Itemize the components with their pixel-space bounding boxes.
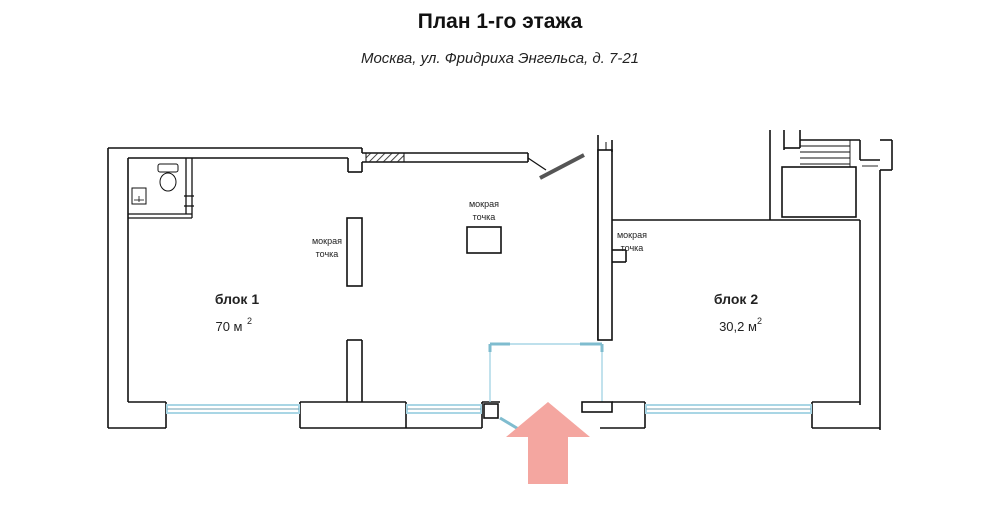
svg-text:мокрая: мокрая [617,230,647,240]
stairs [800,140,878,167]
plan-address: Москва, ул. Фридриха Энгельса, д. 7-21 [360,50,640,67]
block1-area-sup: 2 [247,316,252,326]
block2-area: 30,2 м [719,319,757,334]
svg-text:точка: точка [621,243,644,253]
wet-point-label-3: мокрая точка [617,230,647,253]
bathroom [128,158,194,219]
middle-wall [597,135,613,341]
hatched-wall-segment [365,152,405,163]
block1-area: 70 м [215,319,242,334]
block2-label: блок 2 [714,291,758,307]
entrance-arrow-icon [506,402,590,484]
block2-area-sup: 2 [757,316,762,326]
svg-text:мокрая: мокрая [312,236,342,246]
vestibule-doors [488,342,604,432]
plan-title: План 1-го этажа [417,10,583,33]
wet-point-label-1: мокрая точка [312,236,342,259]
wet-point-box [466,226,502,254]
vestibule [489,343,603,402]
svg-text:точка: точка [316,249,339,259]
svg-text:точка: точка [473,212,496,222]
block1-walls [107,147,529,429]
svg-text:мокрая: мокрая [469,199,499,209]
door-swing [539,153,585,180]
block1-label: блок 1 [215,291,259,307]
wet-point-label-2: мокрая точка [469,199,499,222]
block2-walls [581,130,893,430]
